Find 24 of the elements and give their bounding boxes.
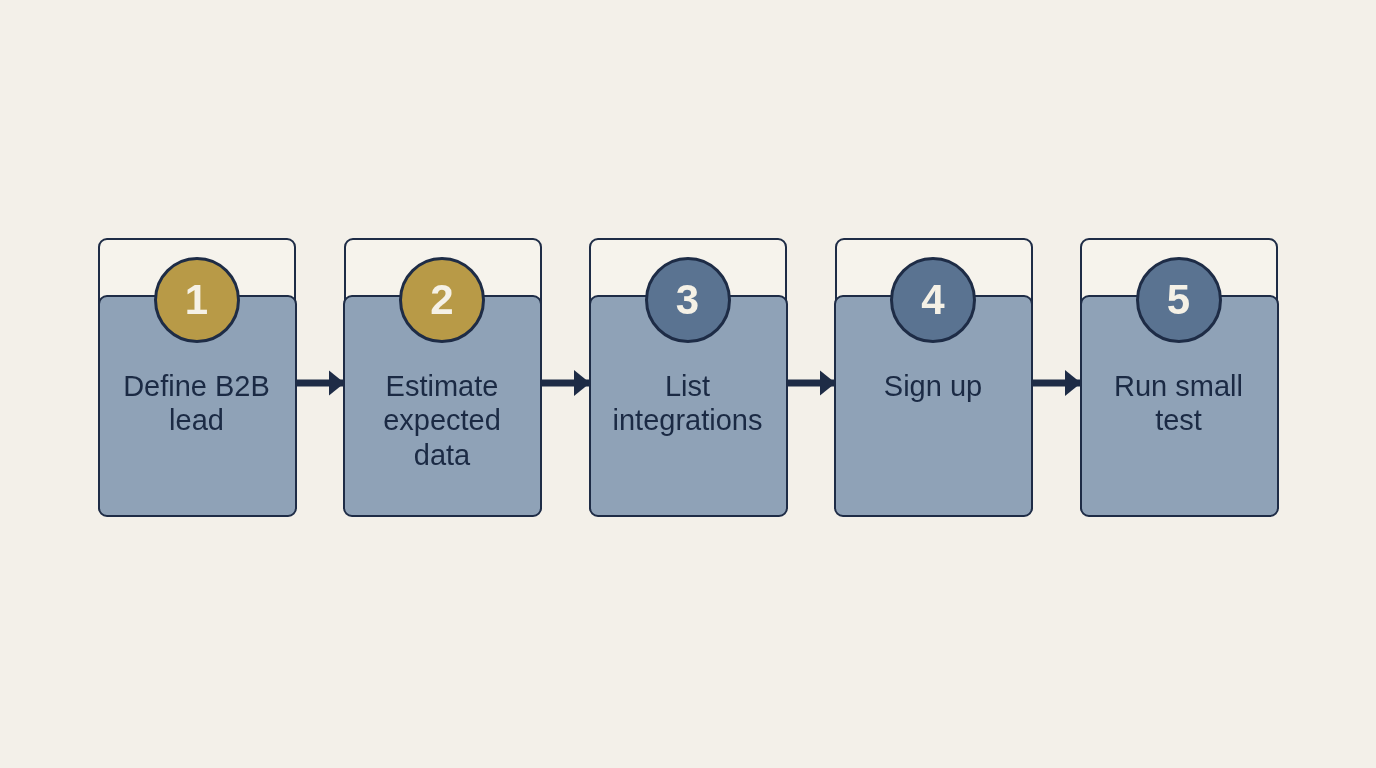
step-label: Define B2B lead (122, 368, 271, 438)
step-label: Run small test (1113, 368, 1244, 438)
step-number: 5 (1166, 276, 1191, 323)
step-card (1080, 238, 1278, 516)
step-label: Estimate expected data (382, 368, 502, 472)
step-card (834, 238, 1033, 516)
arrow (296, 370, 345, 396)
number-circle (644, 256, 731, 343)
step-card (98, 238, 296, 516)
step-number: 3 (675, 276, 700, 323)
number-circle (399, 256, 485, 343)
step-card (343, 238, 542, 516)
number-circle (1135, 256, 1222, 343)
step-number: 2 (430, 276, 454, 323)
step-number: 4 (921, 276, 945, 323)
arrow (541, 370, 590, 396)
step-number: 1 (184, 276, 209, 323)
number-circle (153, 256, 240, 343)
arrow (1032, 370, 1081, 396)
number-circle (890, 256, 976, 343)
step-label: Sign up (882, 368, 984, 403)
step-label: List integrations (611, 368, 764, 438)
step-card (589, 238, 787, 516)
arrow (787, 370, 836, 396)
